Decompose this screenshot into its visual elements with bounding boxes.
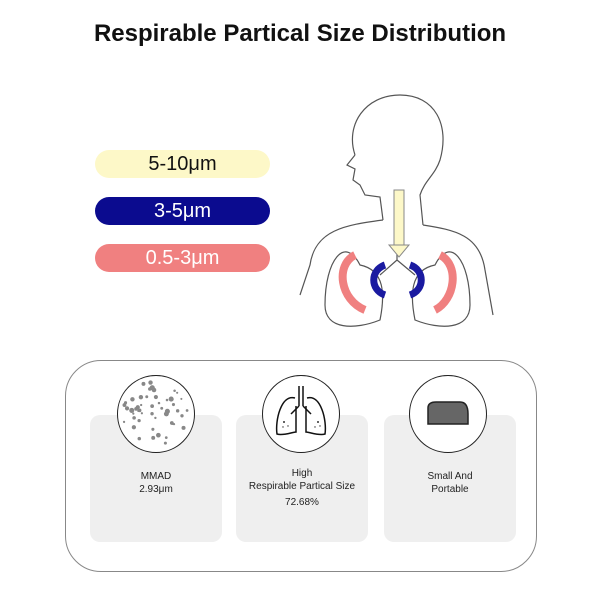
- feature-respirable-line1: High: [291, 468, 313, 479]
- particle-dot: [156, 432, 161, 438]
- page-title: Respirable Partical Size Distribution: [93, 20, 507, 47]
- particle-dot: [153, 394, 158, 400]
- particle-dot: [164, 408, 170, 414]
- particle-dot: [163, 441, 167, 445]
- features-panel: [65, 360, 537, 572]
- feature-mmad-label: MMAD: [140, 471, 172, 482]
- particle-dot: [148, 380, 153, 385]
- particle-dot: [137, 436, 142, 441]
- device-icon: [409, 375, 487, 453]
- feature-portable-line1: Small And: [427, 471, 473, 482]
- particle-dot: [151, 387, 157, 393]
- feature-mmad-value: 2.93μm: [139, 484, 173, 495]
- legend-5-10um: 5-10μm: [95, 150, 270, 178]
- particle-dot: [132, 412, 135, 415]
- legend-0-5-3um: 0.5-3μm: [95, 244, 270, 272]
- particle-dot: [169, 421, 174, 425]
- particle-dot: [150, 412, 154, 416]
- feature-respirable-line2: Respirable Partical Size: [248, 481, 356, 492]
- particle-dot: [135, 405, 140, 410]
- particle-dot: [138, 394, 144, 400]
- particle-dot: [132, 416, 136, 420]
- lungs-icon: [262, 375, 340, 453]
- particle-dot: [141, 381, 146, 386]
- particle-dot: [176, 391, 179, 394]
- particle-dot: [130, 397, 135, 402]
- particle-dot: [171, 402, 176, 407]
- respiratory-system-illustration: [299, 94, 494, 327]
- particle-dot: [137, 418, 141, 423]
- particle-dot: [151, 427, 155, 431]
- particles-icon: [117, 375, 195, 453]
- particle-dot: [150, 404, 154, 409]
- particle-dot: [181, 425, 186, 430]
- particle-dot: [165, 398, 169, 402]
- particle-dot: [131, 425, 137, 430]
- particle-dot: [124, 406, 130, 411]
- particle-dot: [173, 389, 176, 393]
- feature-respirable-value: 72.68%: [285, 497, 319, 508]
- particle-dot: [160, 406, 164, 410]
- particle-dot: [180, 414, 184, 418]
- particle-dot: [180, 397, 183, 400]
- particle-dot: [151, 435, 156, 440]
- particle-dot: [129, 407, 135, 413]
- legend-3-5um: 3-5μm: [95, 197, 270, 225]
- particle-dot: [164, 436, 168, 440]
- particle-dot: [122, 420, 126, 424]
- particle-dot: [168, 396, 174, 402]
- particle-dot: [140, 412, 143, 415]
- feature-portable-line2: Portable: [431, 484, 469, 495]
- particle-dot: [122, 403, 127, 407]
- particle-dot: [185, 409, 189, 412]
- particle-dot: [145, 395, 149, 399]
- particle-dot: [137, 409, 140, 412]
- particle-dot: [157, 401, 161, 405]
- particle-dot: [175, 409, 180, 413]
- particle-dot: [140, 403, 143, 407]
- particle-dot: [148, 387, 152, 391]
- particle-dot: [154, 416, 157, 420]
